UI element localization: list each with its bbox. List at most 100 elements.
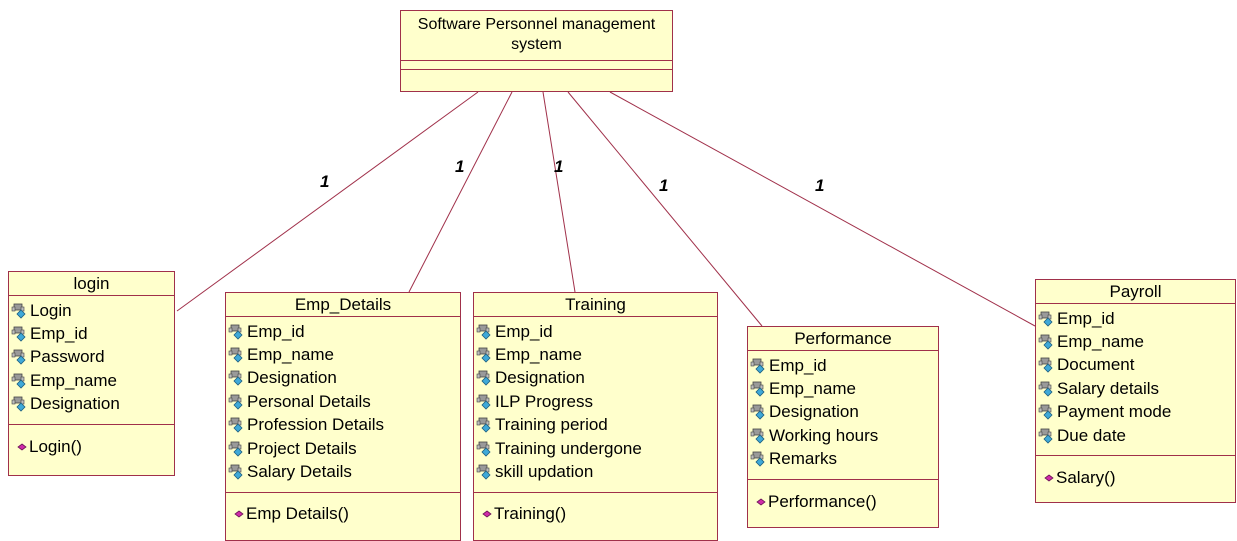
operation-row[interactable]: Emp Details() bbox=[234, 503, 460, 526]
attribute-row[interactable]: Personal Details bbox=[228, 390, 460, 413]
public-attribute-icon bbox=[228, 464, 247, 480]
attribute-row[interactable]: Salary details bbox=[1038, 377, 1235, 400]
attribute-label: Emp_id bbox=[1057, 308, 1115, 328]
attribute-row[interactable]: Emp_name bbox=[1038, 330, 1235, 353]
attribute-row[interactable]: Emp_name bbox=[228, 343, 460, 366]
attribute-row[interactable]: Emp_id bbox=[1038, 307, 1235, 330]
attribute-row[interactable]: Training undergone bbox=[476, 437, 717, 460]
attribute-row[interactable]: Remarks bbox=[750, 448, 938, 471]
attribute-row[interactable]: Payment mode bbox=[1038, 401, 1235, 424]
attribute-label: Designation bbox=[30, 394, 120, 414]
public-attribute-icon bbox=[228, 441, 247, 457]
attribute-label: Emp_id bbox=[495, 321, 553, 341]
public-attribute-icon bbox=[11, 303, 30, 319]
attribute-row[interactable]: Document bbox=[1038, 354, 1235, 377]
attribute-row[interactable]: Project Details bbox=[228, 437, 460, 460]
public-operation-icon bbox=[482, 507, 494, 521]
public-attribute-icon bbox=[228, 417, 247, 433]
attribute-label: Emp_id bbox=[247, 321, 305, 341]
operations-compartment: Training() bbox=[474, 493, 717, 530]
public-attribute-icon bbox=[228, 370, 247, 387]
class-performance[interactable]: Performance Emp_id Emp_name Designation … bbox=[747, 326, 939, 528]
public-attribute-icon bbox=[750, 404, 769, 421]
attribute-label: Emp_id bbox=[30, 324, 88, 344]
attribute-label: skill updation bbox=[495, 462, 594, 482]
association-login bbox=[176, 91, 479, 312]
operation-label: Salary() bbox=[1056, 468, 1116, 488]
class-training[interactable]: Training Emp_id Emp_name Designation ILP… bbox=[473, 292, 718, 541]
attribute-row[interactable]: Due date bbox=[1038, 424, 1235, 447]
multiplicity-payroll: 1 bbox=[815, 176, 825, 195]
public-operation-icon bbox=[756, 495, 768, 509]
operation-row[interactable]: Performance() bbox=[756, 490, 938, 513]
operation-label: Training() bbox=[494, 504, 567, 524]
attribute-row[interactable]: Salary Details bbox=[228, 460, 460, 483]
class-name: login bbox=[9, 272, 174, 296]
class-emp-details[interactable]: Emp_Details Emp_id Emp_name Designation … bbox=[225, 292, 461, 541]
attribute-row[interactable]: ILP Progress bbox=[476, 390, 717, 413]
attribute-row[interactable]: Working hours bbox=[750, 424, 938, 447]
operations-compartment: Login() bbox=[9, 425, 174, 462]
attribute-label: Designation bbox=[769, 402, 859, 422]
public-attribute-icon bbox=[228, 394, 247, 410]
attribute-row[interactable]: Emp_name bbox=[750, 377, 938, 400]
operation-label: Emp Details() bbox=[246, 504, 349, 524]
class-name: Software Personnel management system bbox=[401, 11, 672, 61]
class-name: Performance bbox=[748, 327, 938, 351]
association-performance bbox=[567, 91, 763, 327]
public-attribute-icon bbox=[11, 373, 30, 389]
class-name: Emp_Details bbox=[226, 293, 460, 317]
attribute-row[interactable]: Emp_id bbox=[750, 354, 938, 377]
attribute-label: Salary details bbox=[1057, 378, 1160, 398]
public-attribute-icon bbox=[228, 347, 247, 363]
public-attribute-icon bbox=[1038, 357, 1057, 374]
public-attribute-icon bbox=[476, 394, 495, 410]
operations-compartment: Salary() bbox=[1036, 456, 1235, 493]
attribute-row[interactable]: Designation bbox=[228, 367, 460, 390]
attribute-row[interactable]: Emp_name bbox=[11, 369, 174, 392]
attribute-row[interactable]: Emp_name bbox=[476, 343, 717, 366]
attribute-row[interactable]: Training period bbox=[476, 414, 717, 437]
public-operation-icon bbox=[1044, 471, 1056, 485]
public-attribute-icon bbox=[750, 451, 769, 467]
public-attribute-icon bbox=[750, 358, 769, 374]
attribute-label: Emp_name bbox=[30, 370, 117, 390]
multiplicity-training: 1 bbox=[554, 157, 564, 176]
attribute-label: Working hours bbox=[769, 425, 879, 445]
class-software-personnel-management-system[interactable]: Software Personnel management system bbox=[400, 10, 673, 92]
attribute-row[interactable]: Designation bbox=[750, 401, 938, 424]
public-attribute-icon bbox=[11, 326, 30, 342]
attribute-row[interactable]: Designation bbox=[11, 393, 174, 416]
attributes-compartment: Login Emp_id Password Emp_name Designati… bbox=[9, 296, 174, 425]
public-attribute-icon bbox=[476, 464, 495, 480]
association-emp-details bbox=[408, 91, 513, 293]
public-attribute-icon bbox=[750, 428, 769, 444]
attribute-row[interactable]: Password bbox=[11, 346, 174, 369]
public-operation-icon bbox=[234, 507, 246, 521]
class-payroll[interactable]: Payroll Emp_id Emp_name Document Salary … bbox=[1035, 279, 1236, 503]
attribute-row[interactable]: Designation bbox=[476, 367, 717, 390]
association-payroll bbox=[609, 91, 1036, 327]
attribute-row[interactable]: Emp_id bbox=[11, 322, 174, 345]
attribute-label: Remarks bbox=[769, 449, 838, 469]
class-login[interactable]: login Login Emp_id Password Emp_name Des… bbox=[8, 271, 175, 476]
public-attribute-icon bbox=[476, 441, 495, 457]
attribute-label: Emp_name bbox=[247, 345, 334, 365]
attribute-row[interactable]: Profession Details bbox=[228, 414, 460, 437]
attribute-row[interactable]: Login bbox=[11, 299, 174, 322]
public-attribute-icon bbox=[1038, 381, 1057, 397]
attribute-row[interactable]: Emp_id bbox=[228, 320, 460, 343]
attribute-label: Profession Details bbox=[247, 415, 385, 435]
operation-row[interactable]: Salary() bbox=[1044, 466, 1235, 489]
attributes-compartment: Emp_id Emp_name Designation Personal Det… bbox=[226, 317, 460, 493]
public-attribute-icon bbox=[476, 324, 495, 340]
attribute-label: Login bbox=[30, 300, 72, 320]
operation-row[interactable]: Login() bbox=[17, 435, 174, 458]
operations-compartment: Emp Details() bbox=[226, 493, 460, 530]
attribute-row[interactable]: skill updation bbox=[476, 460, 717, 483]
attributes-compartment: Emp_id Emp_name Document Salary details … bbox=[1036, 304, 1235, 457]
attribute-row[interactable]: Emp_id bbox=[476, 320, 717, 343]
attribute-label: Project Details bbox=[247, 438, 357, 458]
attribute-label: Emp_name bbox=[1057, 332, 1144, 352]
operation-row[interactable]: Training() bbox=[482, 503, 717, 526]
